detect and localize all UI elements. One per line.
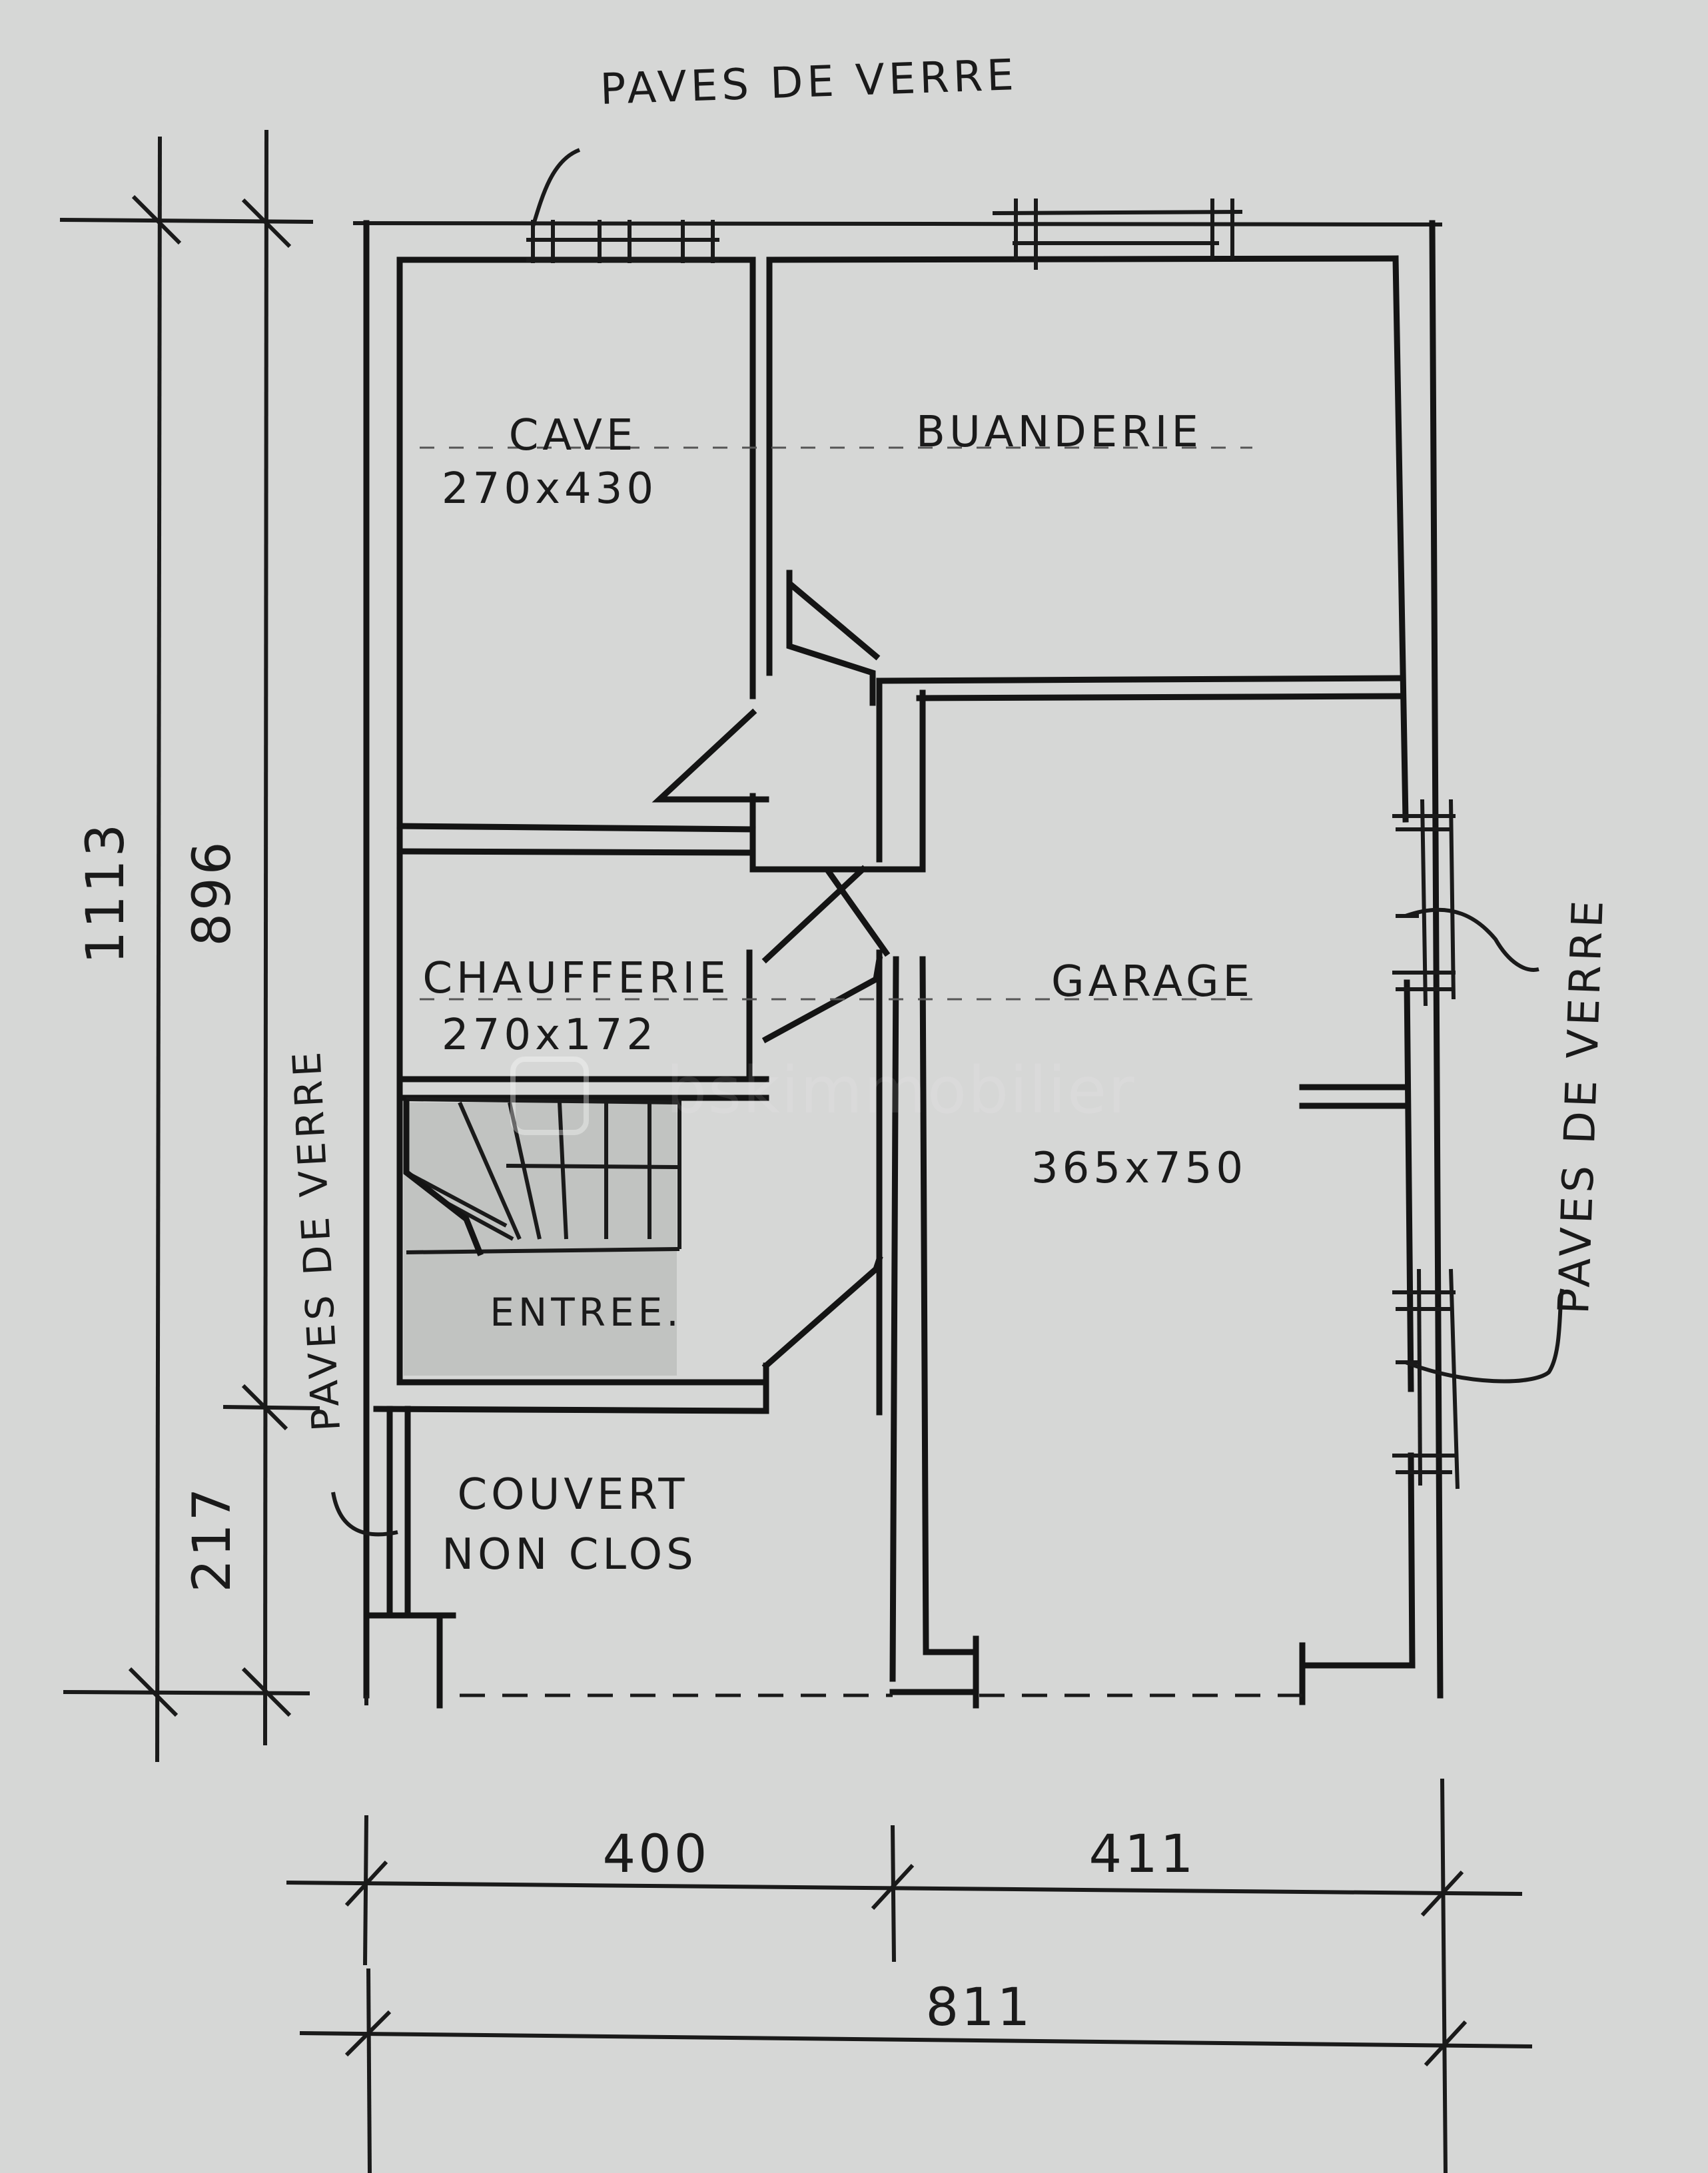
entree-label: ENTREE. xyxy=(490,1290,683,1335)
garage-label: GARAGE xyxy=(1051,957,1254,1007)
chaufferie-label: CHAUFFERIE xyxy=(422,954,729,1003)
dimension-lines xyxy=(59,129,1533,2173)
watermark: bskimmobilier xyxy=(510,1053,1135,1135)
watermark-text: bskimmobilier xyxy=(666,1053,1135,1128)
main-height-dimension: 896 xyxy=(183,839,242,947)
staircase xyxy=(403,1097,681,1376)
glass-block-windows xyxy=(526,199,1460,1490)
leader-lines xyxy=(331,148,1564,1537)
couvert-label-line1: COUVERT xyxy=(457,1470,688,1520)
watermark-logo-icon xyxy=(510,1057,589,1135)
total-width-dimension: 811 xyxy=(926,1978,1033,2038)
garage-size: 365x750 xyxy=(1031,1144,1247,1193)
left-width-dimension: 400 xyxy=(603,1825,710,1885)
overall-height-dimension: 1113 xyxy=(76,821,136,965)
right-width-dimension: 411 xyxy=(1089,1825,1196,1885)
walls xyxy=(352,220,1444,1709)
cave-size: 270x430 xyxy=(442,464,657,514)
doors xyxy=(651,570,891,1370)
chaufferie-size: 270x172 xyxy=(442,1011,657,1060)
cave-label: CAVE xyxy=(509,411,638,460)
buanderie-label: BUANDERIE xyxy=(916,408,1202,457)
lower-height-dimension: 217 xyxy=(183,1486,242,1593)
couvert-label-line2: NON CLOS xyxy=(442,1530,697,1579)
